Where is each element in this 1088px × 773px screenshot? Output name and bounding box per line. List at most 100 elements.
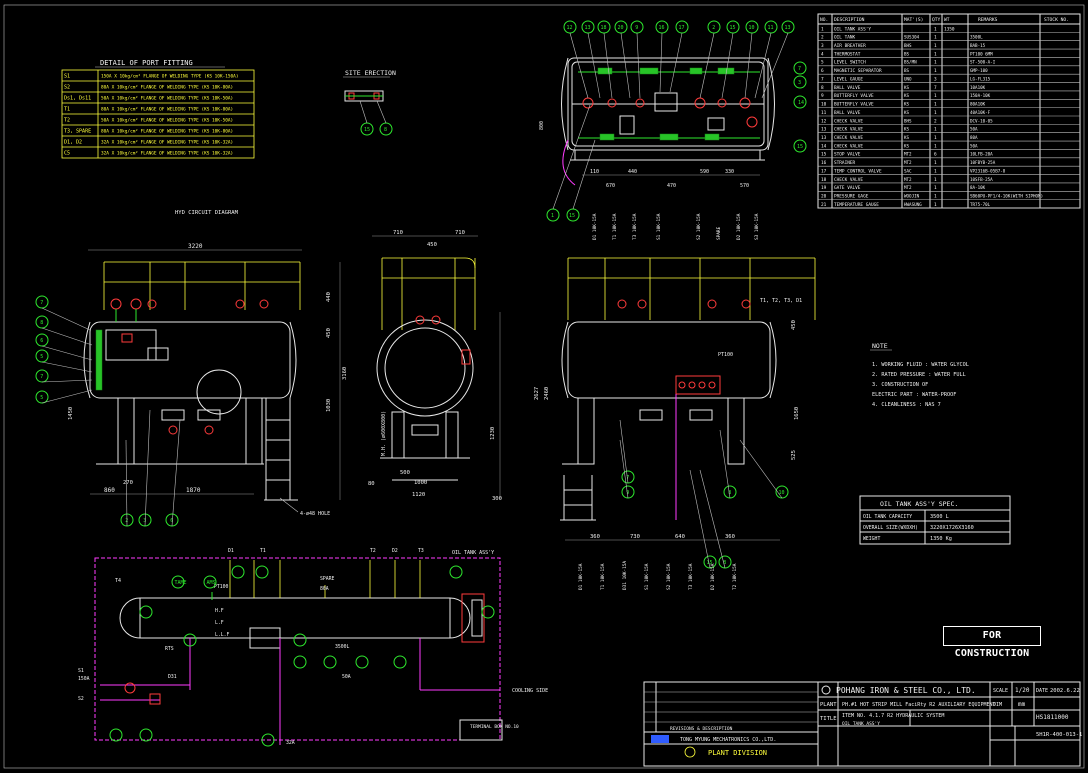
bom-remarks: 50A xyxy=(970,143,978,148)
bom-remarks: 150A-10K xyxy=(970,93,991,98)
circuit-label: 3500L xyxy=(335,644,350,650)
svg-text:5H1R-400-013-1: 5H1R-400-013-1 xyxy=(1036,732,1082,738)
circuit-label: T2 xyxy=(370,548,376,554)
svg-text:ITEM NO. 4.1.7 R2 HYDRAULIC: ITEM NO. 4.1.7 R2 HYDRAULIC SYSTEM xyxy=(842,713,944,719)
bom-material: BHS xyxy=(904,43,912,48)
bom-material: MT2 xyxy=(904,185,912,190)
bom-material: BS xyxy=(904,51,910,56)
svg-text:OIL TANK ASS'Y: OIL TANK ASS'Y xyxy=(842,721,880,727)
bom-no: 4 xyxy=(821,51,824,57)
balloon-number: 10 xyxy=(779,490,785,496)
maker-logo xyxy=(651,735,669,743)
port-label: D2 10K-15A xyxy=(736,213,742,240)
drawing-frame xyxy=(3,4,1085,769)
bom-header: QTY xyxy=(932,17,941,23)
svg-text:2002.6.22: 2002.6.22 xyxy=(1050,688,1080,694)
bom-description: LEVEL SWITCH xyxy=(834,60,866,66)
spec-label: WEIGHT xyxy=(863,536,880,542)
bom-header: MAT'(S) xyxy=(904,17,923,23)
port-fitting-code: T3, SPARE xyxy=(64,128,91,134)
port-label: T2 10K-15A xyxy=(732,563,738,590)
balloon-number: 13 xyxy=(585,25,591,31)
bom-no: 10 xyxy=(821,102,827,108)
balloon-number: 8 xyxy=(728,490,731,496)
bom-description: TEMP CONTROL VALVE xyxy=(834,168,882,174)
balloon xyxy=(481,605,495,619)
bom-no: 16 xyxy=(821,160,827,166)
bom-remarks: 10SFB-25A xyxy=(970,177,993,182)
balloon-number: 7 xyxy=(40,374,43,380)
svg-text:HS1811000: HS1811000 xyxy=(1036,714,1069,721)
svg-text:DIM: DIM xyxy=(993,702,1002,708)
port-fitting-code: S2 xyxy=(64,84,70,90)
svg-text:710: 710 xyxy=(393,230,403,236)
bom-remarks: 3500L xyxy=(970,35,983,40)
title-block: POHANG IRON & STEEL CO., LTD. SCALE 1/20… xyxy=(643,681,1082,767)
bom-qty: 6 xyxy=(934,152,937,158)
svg-text:8: 8 xyxy=(384,127,387,133)
bom-description: STRAINER xyxy=(834,160,856,166)
bom-remarks: 80A xyxy=(970,135,978,140)
for-construction-stamp: FOR CONSTRUCTION xyxy=(943,626,1041,659)
circuit-label: PT100 xyxy=(214,584,229,590)
bom-material: SUS304 xyxy=(904,35,920,40)
bom-no: 15 xyxy=(821,152,827,158)
balloon xyxy=(355,655,369,669)
bom-description: BALL VALVE xyxy=(834,85,861,91)
note-line: 3. CONSTRUCTION OF xyxy=(872,382,928,388)
bom-remarks: VP2316B-05B7-8 xyxy=(970,168,1006,173)
bom-no: 19 xyxy=(821,185,827,191)
bom-material: KS xyxy=(904,127,910,132)
bom-no: 1 xyxy=(821,26,824,32)
bom-material: WOOJIN xyxy=(904,194,920,199)
svg-text:1650: 1650 xyxy=(794,407,800,420)
svg-text:1230: 1230 xyxy=(490,427,496,440)
svg-text:TITLE: TITLE xyxy=(820,716,837,722)
bom-material: UNO xyxy=(904,76,912,81)
bom-description: OIL TANK xyxy=(834,35,856,41)
bom-description: BUTTERFLY VALVE xyxy=(834,93,874,99)
port-label: S1 10K-15A xyxy=(644,563,650,590)
balloon-number: 9 xyxy=(635,25,638,31)
spec-value: 1350 Kg xyxy=(930,536,952,542)
bom-qty: 1 xyxy=(934,93,937,99)
bom-description: MAGNETIC SEPARATOR xyxy=(834,68,882,74)
svg-text:640: 640 xyxy=(675,534,685,540)
svg-text:3220: 3220 xyxy=(188,243,203,250)
svg-text:470: 470 xyxy=(667,183,676,189)
bom-qty: 1 xyxy=(934,160,937,166)
bom-qty: 1 xyxy=(934,60,937,66)
side-view: 710 710 450 1000 1120 500 300 80 1230 M.… xyxy=(368,230,502,502)
bom-no: 12 xyxy=(821,118,827,124)
bom-description: CHECK VALVE xyxy=(834,118,863,124)
bom-remarks: TR75-70L xyxy=(970,202,991,207)
circuit-label: D2 xyxy=(392,548,398,554)
balloon-number: 12 xyxy=(567,25,573,31)
spec-value: 3220X1726X3160 xyxy=(930,525,974,531)
bom-qty: 1 xyxy=(934,51,937,57)
note-line: ELECTRIC PART : WATER-PROOF xyxy=(872,392,956,398)
port-label: T1 10K-15A xyxy=(600,563,606,590)
svg-text:TONG MYUNG MECHATRONICS CO.,LT: TONG MYUNG MECHATRONICS CO.,LTD. xyxy=(680,737,776,743)
balloon-number: 7 xyxy=(40,300,43,306)
svg-text:15: 15 xyxy=(569,213,575,219)
svg-text:710: 710 xyxy=(455,230,465,236)
svg-text:1120: 1120 xyxy=(412,492,425,498)
svg-text:330: 330 xyxy=(725,169,734,175)
bom-header: NO. xyxy=(820,17,828,23)
bom-description: CHECK VALVE xyxy=(834,135,863,141)
bom-material: BHS xyxy=(904,118,912,123)
balloon-number: 20 xyxy=(618,25,624,31)
port-fitting-code: C5 xyxy=(64,150,70,156)
port-label: T1 10K-15A xyxy=(612,213,618,240)
svg-text:TERMINAL BOX NO.10: TERMINAL BOX NO.10 xyxy=(470,724,519,730)
balloon-number: 13 xyxy=(785,25,791,31)
port-fitting-desc: 80A X 10kg/cm² FLANGE OF WELDING TYPE (K… xyxy=(101,84,233,90)
division-logo xyxy=(684,746,696,758)
balloon-number: 7 xyxy=(626,475,629,481)
svg-text:450: 450 xyxy=(427,242,437,248)
port-label: SPARE xyxy=(716,226,722,240)
bom-material: KS xyxy=(904,143,910,148)
site-erection-title: SITE ERECTION xyxy=(345,69,396,77)
